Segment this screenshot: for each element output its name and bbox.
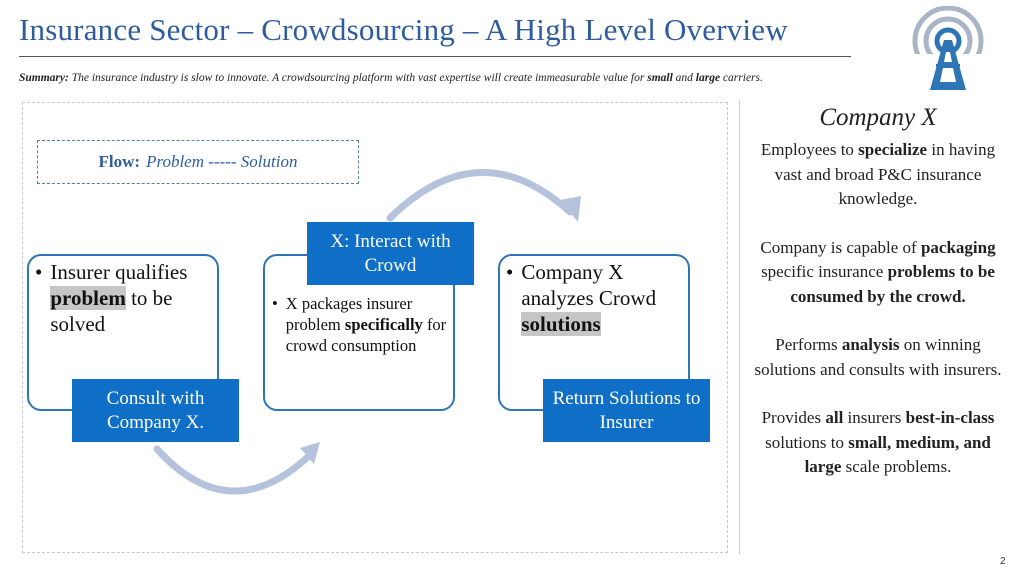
flow-panel: [22, 102, 728, 553]
p2-bold-packaging: packaging: [920, 237, 996, 257]
p4-text-c: insurers: [843, 408, 906, 427]
slide-title: Insurance Sector – Crowdsourcing – A Hig…: [19, 12, 788, 47]
step-2-text-1: X packages insurer problem: [285, 294, 413, 334]
summary-text-1: The insurance industry is slow to innova…: [71, 72, 648, 84]
flow-value: Problem ----- Solution: [146, 152, 298, 171]
page-number: 2: [1000, 556, 1006, 567]
p3-text-a: Performs: [775, 335, 842, 354]
p2-text-c: specific insurance: [761, 262, 888, 281]
sidebar-paragraph-1: Employees to specialize in having vast a…: [748, 138, 1008, 212]
summary-label: Summary:: [19, 72, 69, 84]
p3-bold: analysis: [841, 335, 900, 354]
p4-text-g: scale problems.: [841, 457, 952, 476]
flow-label: Flow:: [98, 152, 141, 171]
p2-text-a: Company is capable of: [760, 237, 921, 257]
sidebar-paragraph-2: Company is capable of packaging specific…: [748, 236, 1008, 310]
summary-text-2: and: [672, 72, 696, 84]
p2-bold-problems: problems to be consumed by the crowd.: [790, 262, 995, 306]
bullet-dot: •: [506, 260, 514, 284]
p3-text-c: on winning solutions and consults with i…: [754, 335, 1002, 379]
sidebar-paragraph-4: Provides all insurers best-in-class solu…: [748, 406, 1008, 480]
summary-bold-small: small: [647, 72, 673, 84]
step-3-text-1: Company X analyzes Crowd: [521, 260, 657, 310]
p4-text-e: solutions to: [765, 432, 849, 452]
step-3-highlight: solutions: [521, 312, 601, 336]
summary-line: Summary: The insurance industry is slow …: [19, 72, 763, 84]
flow-caption-box: Flow: Problem ----- Solution: [37, 140, 359, 184]
step-1-text-2: to be solved: [50, 286, 173, 336]
consult-label-box: Consult with Company X.: [72, 379, 239, 442]
company-sidebar: Company X Employees to specialize in hav…: [748, 104, 1008, 504]
step-3-bullet-text: • Company X analyzes Crowd solutions: [506, 259, 686, 337]
summary-bold-large: large: [695, 72, 721, 84]
return-solutions-label-box: Return Solutions to Insurer: [543, 379, 710, 442]
step-1-bullet-text: • Insurer qualifies problem to be solved: [35, 259, 210, 337]
broadcast-tower-icon: [908, 6, 988, 92]
step-1-highlight: problem: [50, 286, 126, 310]
interact-label-box: X: Interact with Crowd: [307, 222, 474, 285]
bullet-dot: •: [272, 294, 278, 313]
p1-text-a: Employees to: [760, 140, 859, 159]
summary-text-3: carriers.: [720, 72, 763, 84]
step-2-bold: specifically: [344, 315, 423, 334]
vertical-divider: [739, 100, 740, 555]
p1-text-c: in having vast and broad P&C insurance k…: [774, 140, 996, 208]
p1-bold: specialize: [858, 140, 928, 159]
p4-bold-all: all: [825, 408, 844, 427]
p4-bold-sizes: small, medium, and large: [804, 432, 991, 477]
step-2-bullet-text: • X packages insurer problem specificall…: [272, 293, 450, 356]
bullet-dot: •: [35, 260, 43, 284]
p4-bold-best: best-in-class: [905, 408, 995, 427]
title-divider: [19, 56, 851, 57]
step-1-text-1: Insurer qualifies: [50, 260, 188, 284]
sidebar-paragraph-3: Performs analysis on winning solutions a…: [748, 333, 1008, 382]
sidebar-title: Company X: [819, 104, 937, 131]
step-2-text-2: for crowd consumption: [285, 315, 447, 355]
p4-text-a: Provides: [761, 408, 826, 427]
